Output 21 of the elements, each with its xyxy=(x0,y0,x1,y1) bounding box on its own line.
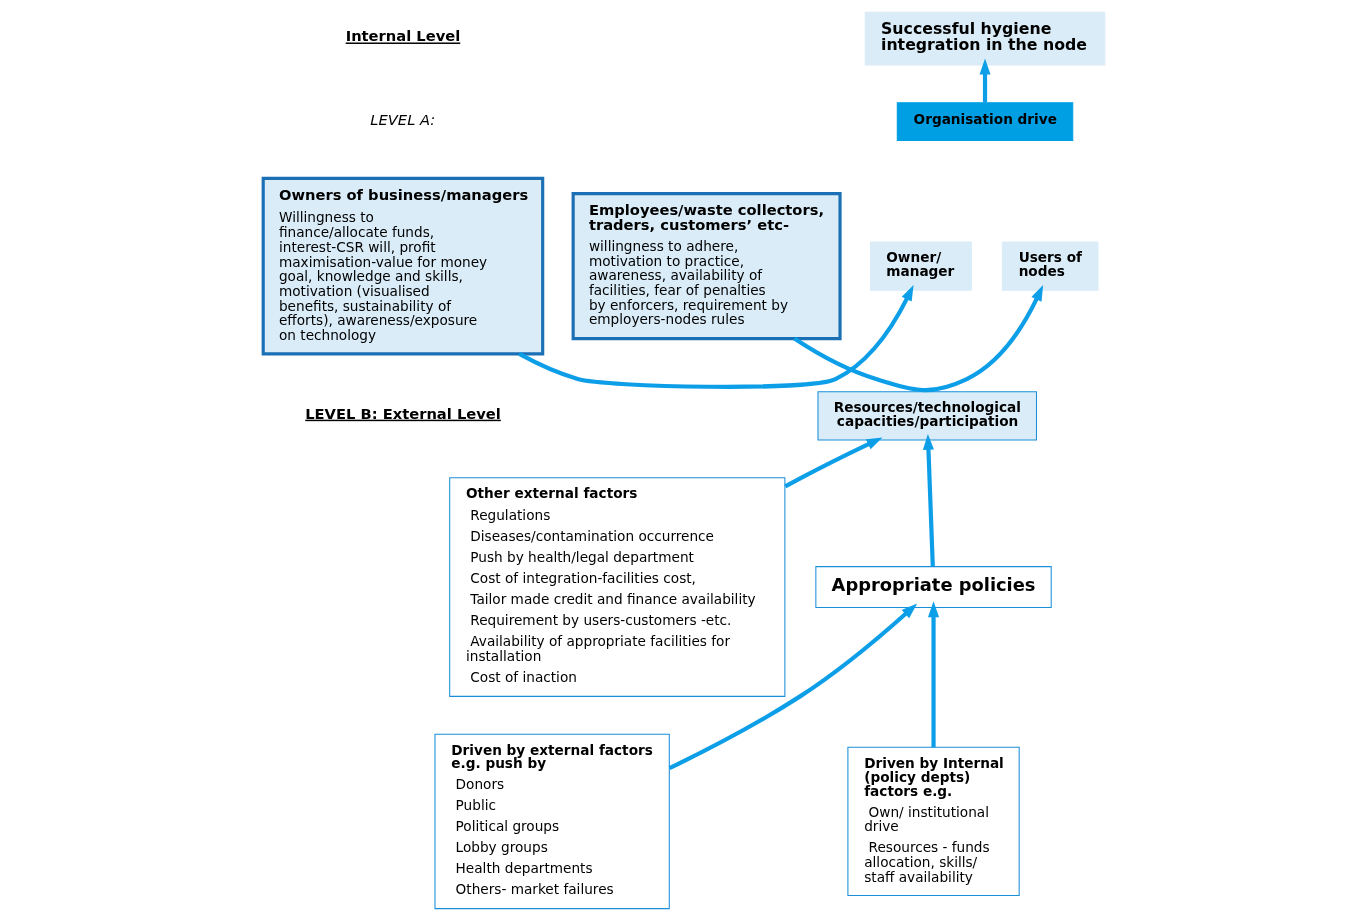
arrow xyxy=(922,433,935,567)
arrow xyxy=(792,284,1043,393)
arrow xyxy=(517,284,914,389)
node-box: Driven by Internal (policy depts) factors e.g. Own/ institutional drive Resources - funds allocation, skills/ staff availability xyxy=(846,746,1020,896)
arrow xyxy=(668,603,917,771)
node-box: Users of nodes xyxy=(1001,241,1098,291)
label: Internal Level xyxy=(345,27,460,45)
node-box: Organisation drive xyxy=(896,102,1073,142)
label: LEVEL A: xyxy=(369,110,435,128)
arrow xyxy=(783,437,882,489)
node-box: Owner/ manager xyxy=(869,241,972,291)
node-box: Driven by external factors e.g. push by Donors Public Political groups Lobby groups Health departments Others- market failures xyxy=(433,733,670,910)
label: LEVEL B: External Level xyxy=(304,404,501,422)
node-box: Resources/technological capacities/participation xyxy=(816,391,1037,441)
node-box: Appropriate policies xyxy=(814,566,1052,609)
node-box: Other external factors Regulations Diseases/contamination occurrence Push by health/legal department Cost of integration-facilities cost, Tailor made credit and finance availability Requirement by users-customers -etc. Availability of appropriate facilities for installation Cost of inaction xyxy=(448,477,785,697)
arrow xyxy=(927,601,939,748)
node-box: Successful hygiene integration in the node xyxy=(864,11,1105,66)
arrow xyxy=(979,58,991,103)
node-box: Employees/waste collectors, traders, customers’ etc- willingness to adhere, motivation to practice, awareness, availability of facilities, fear of penalties by enforcers, requirement by employers-nodes rules xyxy=(571,192,842,341)
node-box: Owners of business/managers Willingness to finance/allocate funds, interest-CSR will, profit maximisation-value for money goal, knowledge and skills, motivation (visualised benefits, sustainability of efforts), awareness/exposure on technology xyxy=(261,176,544,356)
